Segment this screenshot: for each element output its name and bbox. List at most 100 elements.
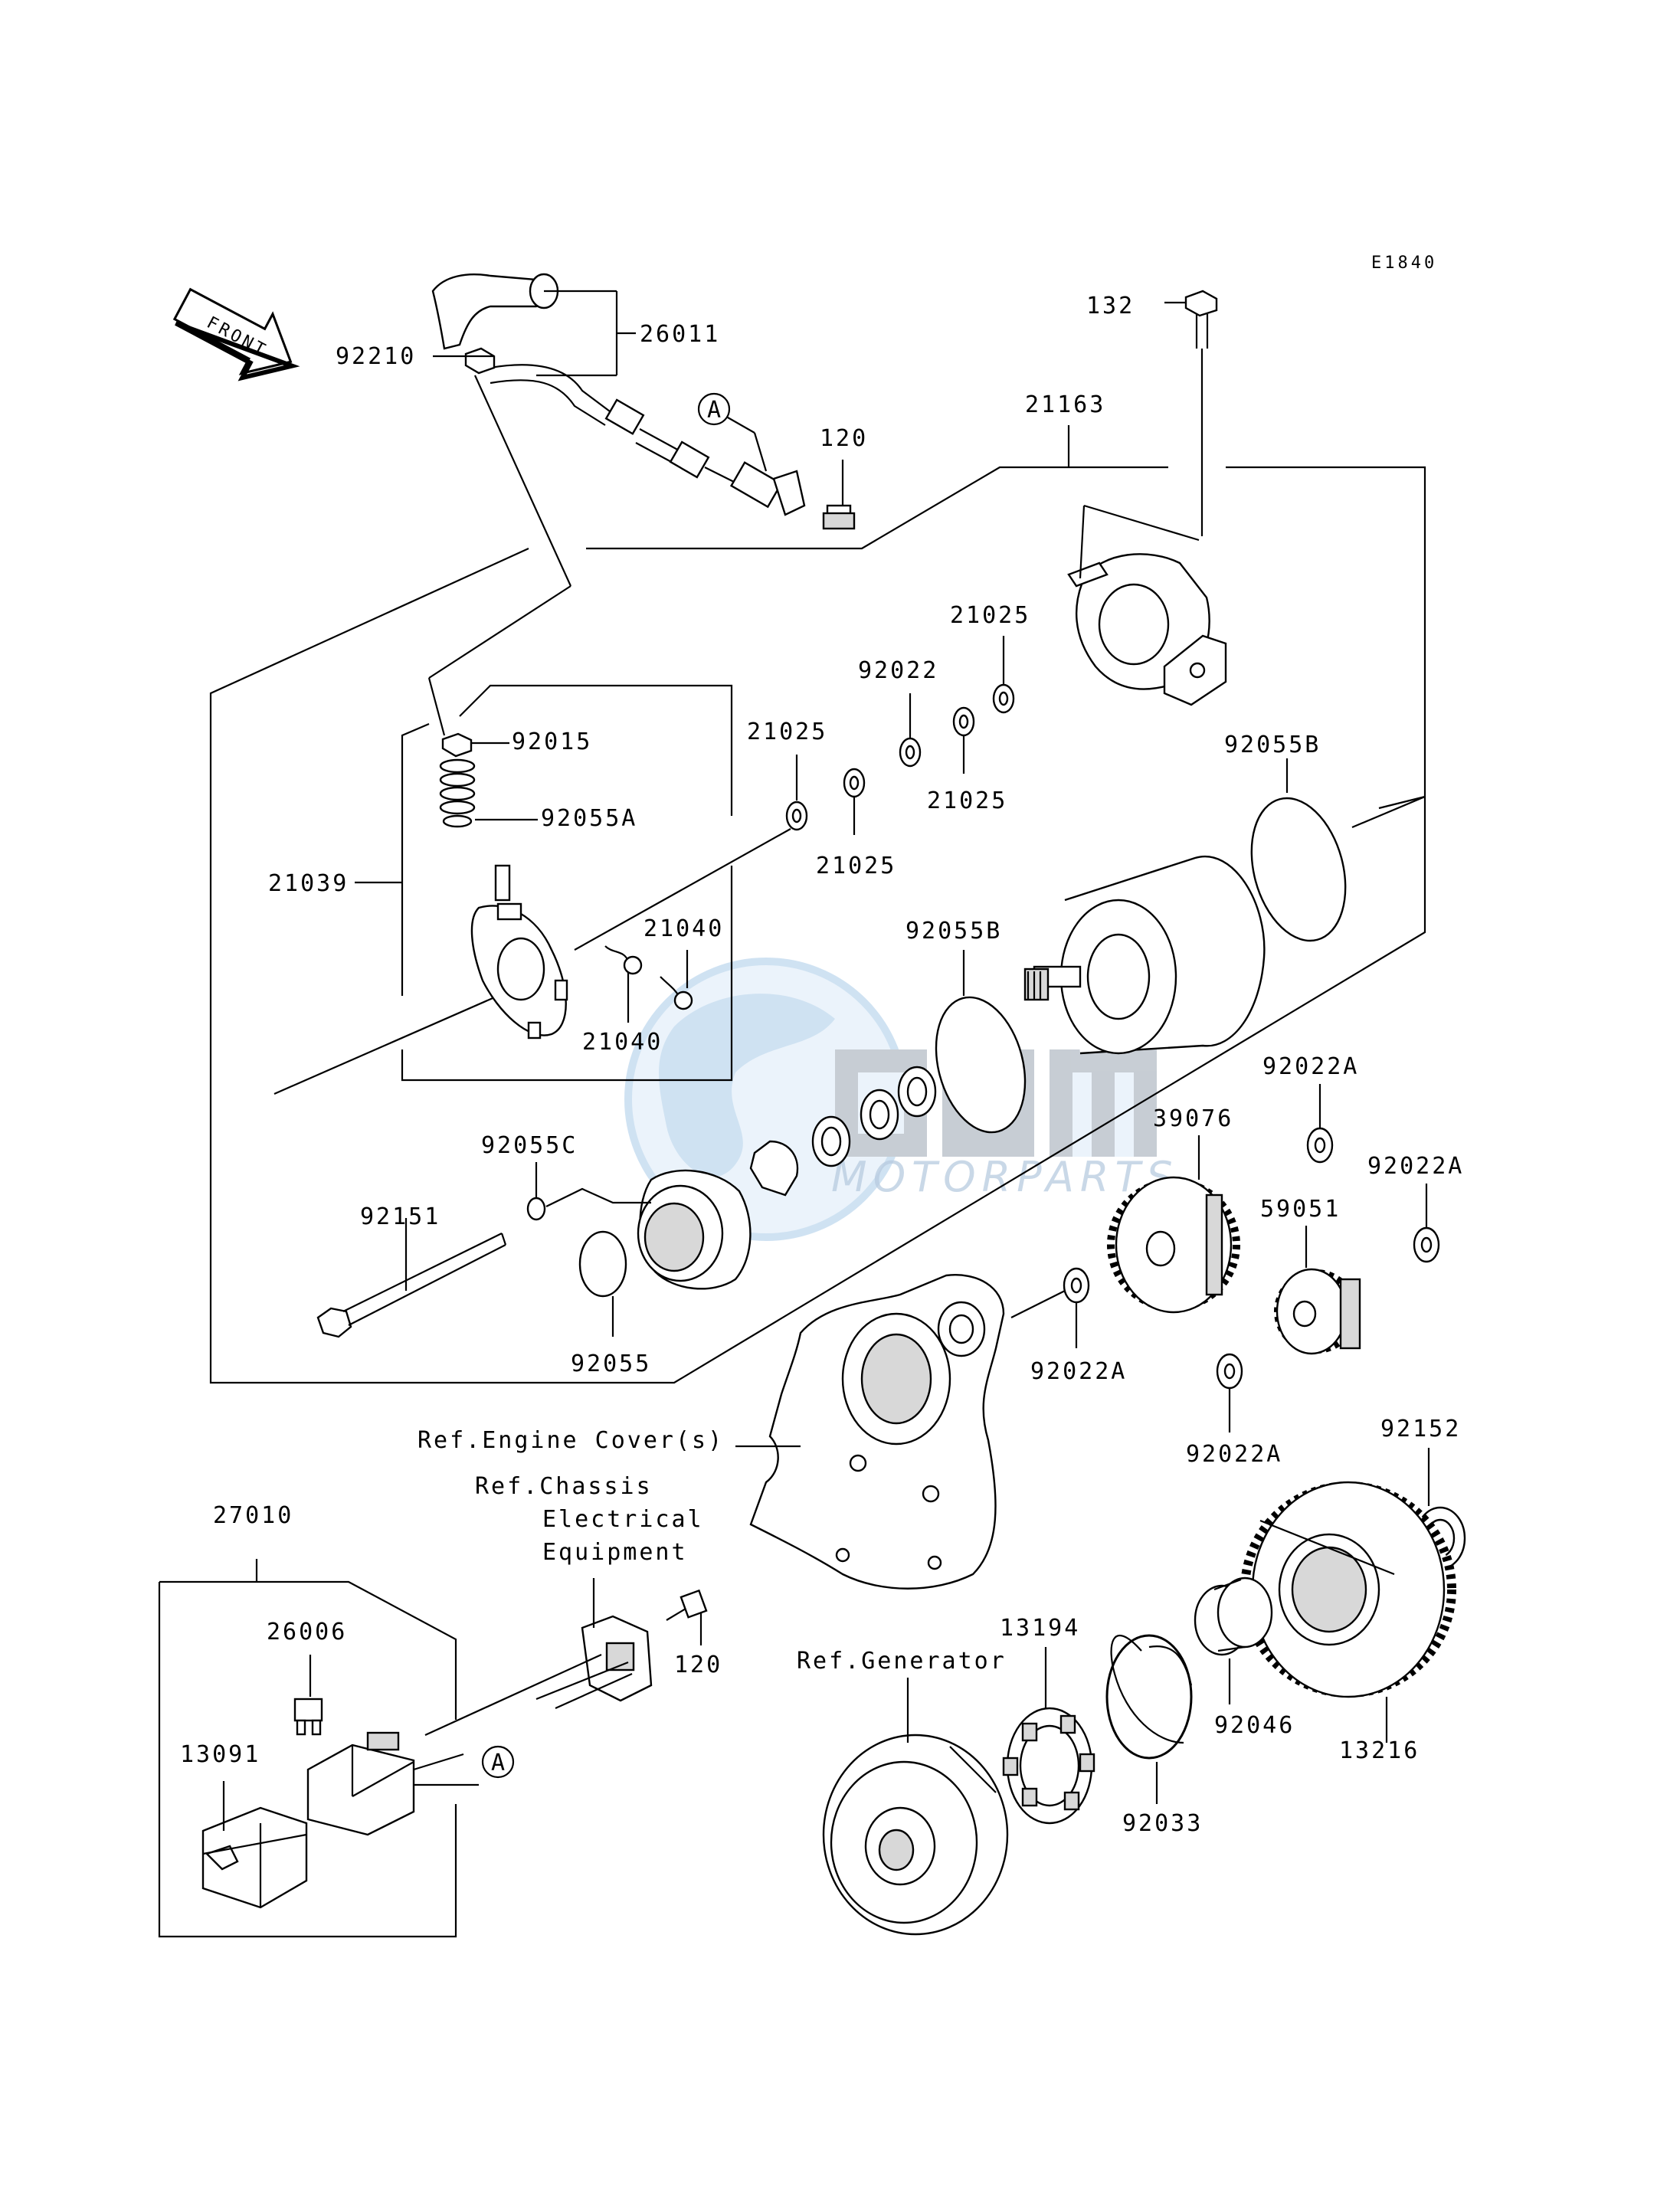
front-cover [637, 1169, 752, 1290]
label-21163: 21163 [1025, 391, 1105, 418]
one-way-clutch-13194 [1002, 1707, 1095, 1825]
shaft-line-92022A-c [1010, 1290, 1066, 1318]
label-120-top: 120 [820, 425, 868, 452]
o-ring-92055B-b [935, 996, 1027, 1134]
label-92015: 92015 [512, 729, 592, 755]
starter-cable-26011 [427, 273, 806, 736]
label-92055C: 92055C [481, 1132, 578, 1159]
starter-clutch-gear-13216 [1240, 1481, 1456, 1698]
ref-chassis-line1: Ref.Chassis [475, 1473, 653, 1500]
relay-cover-13091 [201, 1806, 308, 1909]
nut-92210 [464, 347, 496, 375]
label-21040-a: 21040 [644, 915, 724, 942]
label-92210: 92210 [336, 343, 416, 370]
label-13091: 13091 [180, 1741, 260, 1768]
label-21025-c: 21025 [747, 719, 827, 745]
o-ring-92055 [578, 1230, 627, 1298]
washer-21025-c [843, 768, 866, 798]
bolt-120-top [822, 504, 856, 530]
o-ring-92055B-a [1250, 797, 1347, 942]
label-21025-d: 21025 [816, 853, 896, 879]
ref-chassis-line2: Electrical [542, 1506, 704, 1533]
reference-labels: Ref.Engine Cover(s) Ref.Chassis Electric… [418, 1427, 1007, 1675]
washer-92022A-d [1216, 1353, 1243, 1390]
diagram-code: E1840 [1371, 254, 1437, 273]
label-21025-a: 21025 [950, 602, 1030, 629]
needle-bearing-92046 [1194, 1577, 1273, 1656]
label-59051: 59051 [1260, 1196, 1341, 1223]
label-92151: 92151 [360, 1203, 440, 1230]
ref-generator: Ref.Generator [797, 1648, 1007, 1675]
brush-holder-21039 [470, 902, 568, 1040]
callout-a-bottom [481, 1745, 515, 1779]
label-27010: 27010 [213, 1502, 293, 1529]
label-92022A-b: 92022A [1367, 1153, 1464, 1180]
bolt-132 [1184, 290, 1218, 536]
brush-spring-21040-b [660, 976, 693, 1010]
label-132: 132 [1086, 293, 1135, 319]
fuse-26006 [293, 1698, 323, 1736]
thrust-washers [811, 1066, 937, 1167]
idler-gear-59051 [1274, 1268, 1361, 1355]
label-92022A-d: 92022A [1186, 1441, 1282, 1468]
o-ring-92055C [526, 1197, 546, 1221]
washer-21025-d [785, 801, 808, 831]
label-92022A-a: 92022A [1262, 1053, 1359, 1080]
label-92152: 92152 [1380, 1416, 1461, 1442]
label-92055: 92055 [571, 1351, 651, 1377]
starter-relay [306, 1731, 479, 1836]
callout-a-top-label: A [707, 397, 723, 424]
label-92055B-b: 92055B [905, 918, 1002, 945]
washer-92022 [899, 737, 922, 768]
ref-engine-cover: Ref.Engine Cover(s) [418, 1427, 724, 1454]
callout-a-bottom-label: A [491, 1750, 507, 1776]
leader-lines-brush [355, 636, 1005, 1023]
lockplate [749, 1140, 799, 1197]
ref-chassis-line3: Equipment [542, 1539, 688, 1566]
watermark-text: MOTORPARTS [831, 1153, 1179, 1201]
label-21039: 21039 [268, 870, 349, 897]
callout-a-top [697, 392, 731, 426]
idler-gear-39076 [1107, 1176, 1240, 1314]
washer-21025-a [992, 683, 1015, 714]
label-92033: 92033 [1122, 1810, 1203, 1837]
leaders-front [535, 1162, 651, 1337]
generator-rotor-ref [822, 1734, 1009, 1936]
label-13216: 13216 [1339, 1737, 1420, 1764]
label-21040-b: 21040 [582, 1029, 663, 1056]
brush-spring-21040-a [604, 945, 643, 975]
label-92022A-c: 92022A [1030, 1358, 1127, 1385]
yoke-assembly [1023, 855, 1266, 1055]
front-arrow-icon [172, 287, 300, 381]
pinion-gear [1023, 968, 1050, 1001]
bolt-120-bottom [666, 1589, 708, 1645]
label-13194: 13194 [1000, 1615, 1080, 1642]
label-92022: 92022 [858, 657, 938, 684]
label-92055B-a: 92055B [1224, 732, 1321, 758]
label-92055A: 92055A [541, 805, 637, 832]
label-26006: 26006 [267, 1619, 347, 1645]
label-21025-b: 21025 [927, 787, 1007, 814]
starter-assembly-outline [209, 425, 1426, 1384]
washer-92022A-b [1413, 1226, 1440, 1263]
circlip-92033 [1105, 1634, 1193, 1760]
rear-cover-21163 [1067, 504, 1227, 706]
terminal-stack-92015-92055A [439, 732, 511, 902]
label-39076: 39076 [1153, 1105, 1233, 1132]
label-120-bottom: 120 [674, 1652, 722, 1678]
brush-holder-subassembly-outline [273, 684, 733, 1095]
chassis-bracket [424, 1578, 653, 1737]
leader-lines-top [433, 290, 1195, 506]
label-92046: 92046 [1214, 1712, 1295, 1739]
shaft-axis-line [574, 828, 791, 951]
relay-box-27010-outline [158, 1559, 457, 1938]
washer-92022A-c [1063, 1267, 1090, 1304]
through-bolt-92151 [316, 1218, 507, 1338]
label-26011: 26011 [640, 321, 720, 348]
washer-92022A-a [1306, 1127, 1334, 1164]
engine-cover-ref [749, 1274, 1005, 1590]
washer-21025-b [952, 706, 975, 737]
part-labels: 26011 92210 120 132 21163 21025 92022 21… [180, 293, 1464, 1837]
